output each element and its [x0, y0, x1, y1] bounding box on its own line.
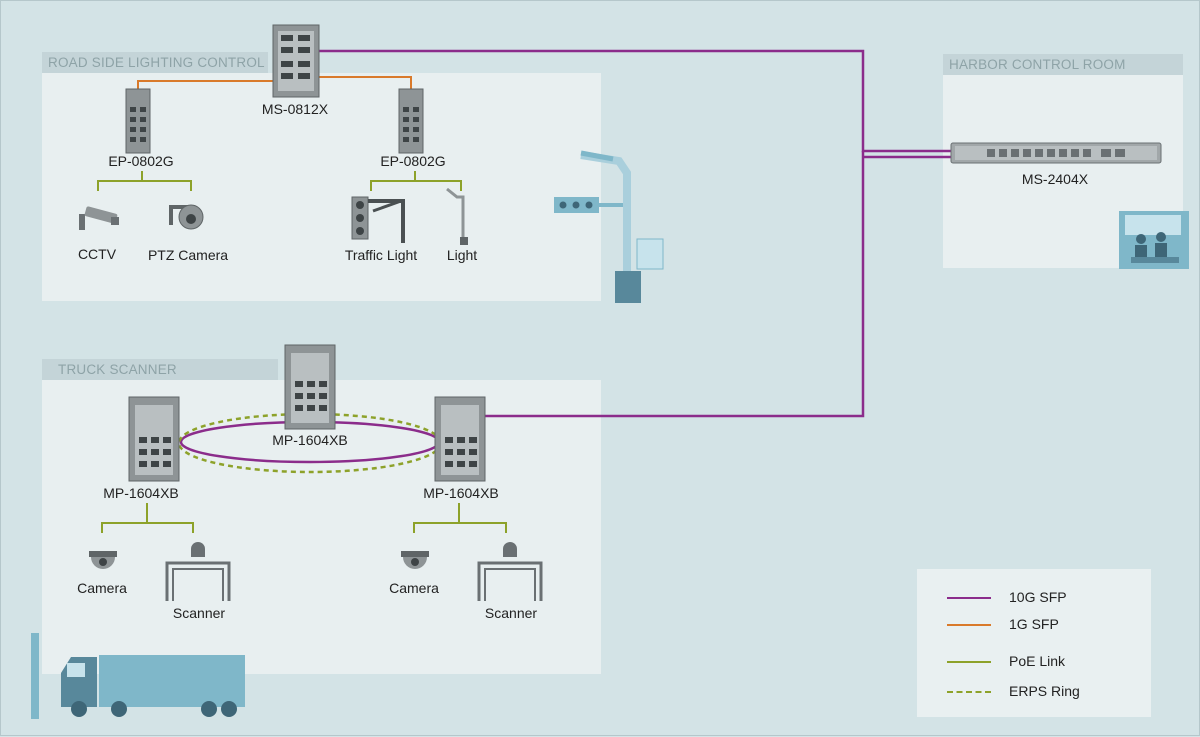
truck-scanner-title: TRUCK SCANNER: [42, 359, 278, 380]
ptz-camera-icon: [169, 204, 204, 230]
ep-0802g-left-label: EP-0802G: [108, 153, 174, 169]
road-lighting-title: ROAD SIDE LIGHTING CONTROL: [42, 52, 268, 73]
legend-item-erps: ERPS Ring: [917, 681, 1151, 703]
mp-1604xb-top-switch-icon[interactable]: [284, 344, 336, 430]
light-label: Light: [446, 247, 478, 263]
scanner-gate-left-icon: [165, 542, 231, 601]
mp-1604xb-right-label: MP-1604XB: [423, 485, 499, 501]
control-room-icon: [1119, 211, 1189, 269]
traffic-light-label: Traffic Light: [344, 247, 418, 263]
camera-right-label: Camera: [389, 580, 439, 596]
street-light-icon: [446, 187, 468, 245]
legend-swatch-10g: [947, 597, 991, 599]
legend-label-1g: 1G SFP: [1009, 616, 1059, 632]
ms-0812x-label: MS-0812X: [261, 101, 329, 117]
legend-label-poe: PoE Link: [1009, 653, 1066, 669]
ms-2404x-label: MS-2404X: [1021, 171, 1089, 187]
traffic-light-icon: [351, 196, 405, 243]
legend-item-poe: PoE Link: [917, 651, 1151, 673]
scanner-right-label: Scanner: [484, 605, 538, 621]
poe-links: [97, 171, 507, 533]
legend-swatch-poe: [947, 661, 991, 663]
camera-left-label: Camera: [77, 580, 127, 596]
ptz-camera-label: PTZ Camera: [147, 247, 229, 263]
ep-0802g-right-switch-icon[interactable]: [398, 88, 424, 154]
mp-1604xb-left-switch-icon[interactable]: [128, 396, 180, 482]
legend: 10G SFP 1G SFP PoE Link ERPS Ring: [917, 569, 1151, 717]
mp-1604xb-right-switch-icon[interactable]: [434, 396, 486, 482]
mp-1604xb-left-label: MP-1604XB: [103, 485, 179, 501]
ms-0812x-switch-icon[interactable]: [272, 24, 320, 98]
cctv-icon: [79, 206, 119, 230]
scanner-left-label: Scanner: [172, 605, 226, 621]
legend-swatch-erps: [947, 691, 991, 693]
ep-0802g-left-switch-icon[interactable]: [125, 88, 151, 154]
legend-swatch-1g: [947, 624, 991, 626]
scanner-gate-right-icon: [477, 542, 543, 601]
one-g-links: [137, 76, 412, 89]
legend-item-10g: 10G SFP: [917, 587, 1151, 609]
legend-item-1g: 1G SFP: [917, 614, 1151, 636]
ms-2404x-switch-icon[interactable]: [950, 142, 1162, 164]
legend-label-10g: 10G SFP: [1009, 589, 1067, 605]
legend-label-erps: ERPS Ring: [1009, 683, 1080, 699]
truck-icon: [31, 633, 245, 719]
harbor-control-title: HARBOR CONTROL ROOM: [943, 54, 1183, 75]
dome-camera-right-icon: [401, 551, 429, 569]
dome-camera-left-icon: [89, 551, 117, 569]
cctv-label: CCTV: [77, 246, 117, 262]
large-street-lamp-icon: [554, 150, 664, 303]
ep-0802g-right-label: EP-0802G: [380, 153, 446, 169]
mp-1604xb-top-label: MP-1604XB: [272, 432, 348, 448]
